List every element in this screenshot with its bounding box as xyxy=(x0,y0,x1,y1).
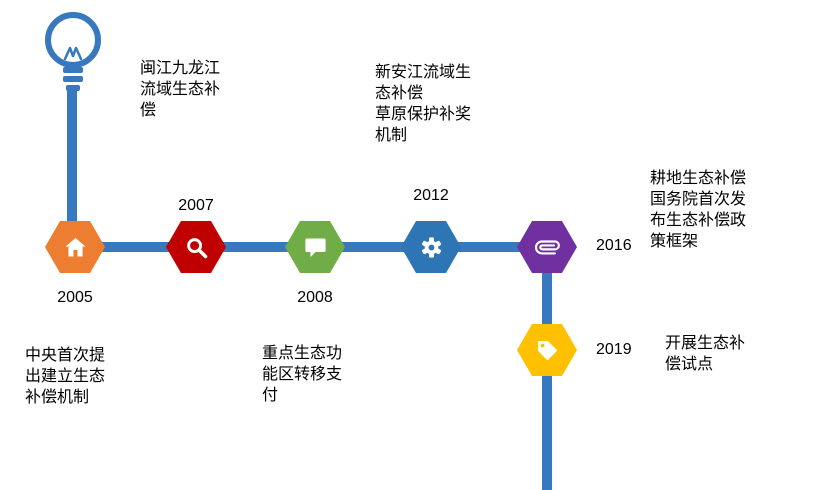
timeline-node-2016 xyxy=(517,221,577,273)
lightbulb-base xyxy=(63,76,83,82)
lightbulb-icon xyxy=(45,12,101,91)
timeline-line-vertical-top xyxy=(67,88,77,248)
search-icon xyxy=(186,237,207,258)
year-label-2019: 2019 xyxy=(596,341,632,358)
timeline-node-2019 xyxy=(517,324,577,376)
milestone-text-2012: 新安江流域生 态补偿 草原保护补奖 机制 xyxy=(375,64,472,144)
tag-icon xyxy=(537,340,557,360)
year-label-2008: 2008 xyxy=(297,289,333,306)
timeline-node-2007 xyxy=(166,221,226,273)
lightbulb-glass xyxy=(45,12,101,68)
home-icon xyxy=(64,237,86,256)
milestone-text-2005: 中央首次提 出建立生态 补偿机制 xyxy=(25,347,106,406)
paperclip-icon xyxy=(534,239,560,254)
gear-icon xyxy=(421,236,441,258)
comment-icon xyxy=(304,238,326,257)
timeline-node-2005 xyxy=(45,221,105,273)
milestone-text-2016: 耕地生态补偿 国务院首次发 布生态补偿政 策框架 xyxy=(650,170,747,250)
milestone-text-2019: 开展生态补 偿试点 xyxy=(665,335,746,373)
timeline-node-2008 xyxy=(285,221,345,273)
lightbulb-filament xyxy=(63,46,83,61)
lightbulb-base xyxy=(63,67,83,73)
milestone-text-2007: 闽江九龙江 流域生态补 偿 xyxy=(140,60,221,119)
year-label-2007: 2007 xyxy=(178,197,214,214)
lightbulb-base xyxy=(66,85,80,91)
year-label-2005: 2005 xyxy=(57,289,93,306)
year-label-2012: 2012 xyxy=(413,187,449,204)
year-label-2016: 2016 xyxy=(596,237,632,254)
milestone-text-2008: 重点生态功 能区转移支 付 xyxy=(262,345,343,404)
timeline-node-2012 xyxy=(401,221,461,273)
